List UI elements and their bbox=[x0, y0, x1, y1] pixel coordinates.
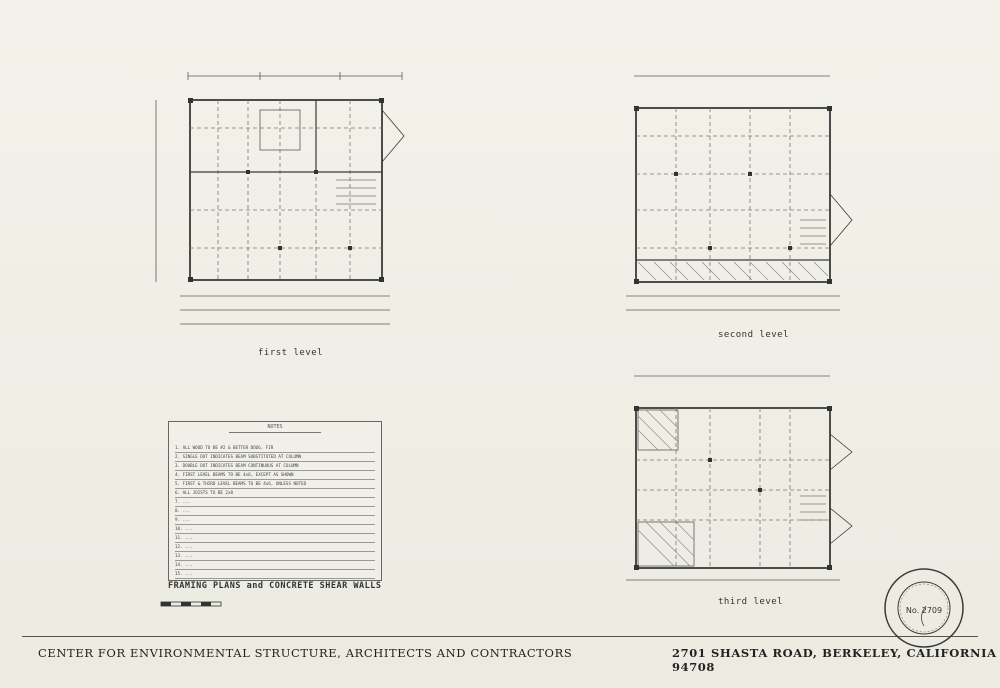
note-item: 9. ... bbox=[175, 516, 375, 525]
firm-address: 2701 SHASTA ROAD, BERKELEY, CALIFORNIA 9… bbox=[672, 646, 997, 674]
note-item: 3. DOUBLE DOT INDICATES BEAM CONTINUOUS … bbox=[175, 462, 375, 471]
title-block-rule bbox=[22, 636, 978, 637]
notes-heading-rule bbox=[229, 432, 321, 433]
third-level-label: third level bbox=[718, 597, 784, 607]
seal-number: No. 2709 bbox=[906, 606, 942, 615]
note-item: 7. ... bbox=[175, 498, 375, 507]
note-item: 10. ... bbox=[175, 525, 375, 534]
first-level-drawing bbox=[155, 72, 405, 325]
first-level-plan bbox=[140, 70, 460, 340]
second-level-label: second level bbox=[718, 330, 790, 340]
firm-name: CENTER FOR ENVIRONMENTAL STRUCTURE, ARCH… bbox=[38, 646, 573, 660]
second-level-drawing bbox=[626, 75, 853, 311]
note-item: 4. FIRST LEVEL BEAMS TO BE 4x6, EXCEPT A… bbox=[175, 471, 375, 480]
note-item: 2. SINGLE DOT INDICATES BEAM SUBSTITUTED… bbox=[175, 453, 375, 462]
note-item: 15. ... bbox=[175, 570, 375, 579]
note-item: 6. ALL JOISTS TO BE 2x8 bbox=[175, 489, 375, 498]
third-level-drawing bbox=[626, 375, 853, 581]
second-level-plan bbox=[590, 70, 890, 320]
third-level-plan bbox=[590, 370, 890, 590]
note-item: 12. ... bbox=[175, 543, 375, 552]
note-item: 5. FIRST & THIRD LEVEL BEAMS TO BE 4x6, … bbox=[175, 480, 375, 489]
notes-table: NOTES 1. ALL WOOD TO BE #2 & BETTER DOUG… bbox=[168, 421, 382, 581]
drawing-title: FRAMING PLANS and CONCRETE SHEAR WALLS bbox=[168, 581, 382, 591]
note-item: 14. ... bbox=[175, 561, 375, 570]
first-level-label: first level bbox=[258, 348, 324, 358]
architect-seal: No. 2709 bbox=[882, 566, 966, 654]
note-item: 13. ... bbox=[175, 552, 375, 561]
note-item: 8. ... bbox=[175, 507, 375, 516]
note-item: 1. ALL WOOD TO BE #2 & BETTER DOUG. FIR bbox=[175, 444, 375, 453]
note-item: 11. ... bbox=[175, 534, 375, 543]
notes-heading: NOTES bbox=[267, 424, 283, 430]
scale-bar bbox=[160, 596, 222, 615]
